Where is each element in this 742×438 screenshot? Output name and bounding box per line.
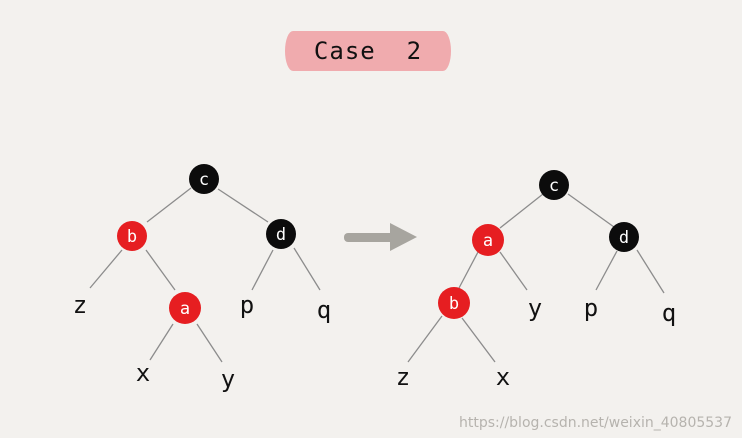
right-node-c: c: [539, 170, 569, 200]
right-leaf-p: p: [584, 294, 598, 322]
left-node-d: d: [266, 219, 296, 249]
edge-a-y-right: [499, 251, 528, 291]
edge-b-a-left: [145, 249, 176, 291]
left-node-b-label: b: [127, 227, 137, 247]
edge-c-d-right: [567, 193, 615, 228]
right-leaf-y: y: [528, 294, 542, 322]
edge-a-b-right: [458, 251, 479, 289]
edge-b-z-right: [407, 315, 443, 363]
watermark: https://blog.csdn.net/weixin_40805537: [459, 415, 732, 431]
edge-b-x-right: [461, 317, 496, 363]
right-tree-edges: [407, 193, 665, 363]
edge-d-q-right: [636, 249, 665, 294]
right-node-a: a: [472, 224, 504, 256]
title-highlight: [285, 31, 451, 71]
edge-a-x-left: [149, 323, 174, 361]
left-tree-edges: [89, 187, 321, 363]
left-node-a-label: a: [180, 299, 190, 319]
left-leaf-z: z: [73, 291, 87, 319]
edge-d-p-left: [251, 249, 274, 291]
right-leaf-q: q: [662, 299, 676, 327]
edge-c-b-left: [146, 187, 192, 223]
right-node-b-label: b: [449, 294, 459, 314]
left-node-d-label: d: [276, 225, 286, 245]
left-leaf-y: y: [221, 365, 235, 393]
case-title: Case 2: [313, 37, 423, 65]
left-node-c: c: [189, 164, 219, 194]
edge-b-z-left: [89, 249, 123, 289]
left-leaf-p: p: [240, 291, 254, 319]
edge-d-q-left: [293, 247, 321, 291]
edge-c-d-left: [217, 188, 269, 223]
left-node-c-label: c: [199, 170, 209, 190]
edge-a-y-left: [196, 323, 223, 363]
right-node-d-label: d: [619, 228, 629, 248]
left-leaf-x: x: [136, 359, 150, 387]
left-node-b: b: [117, 221, 147, 251]
right-node-b: b: [438, 287, 470, 319]
right-node-a-label: a: [483, 231, 493, 251]
right-node-c-label: c: [549, 176, 559, 196]
edge-c-a-right: [499, 193, 544, 229]
transform-arrow: [344, 223, 417, 251]
edge-d-p-right: [595, 250, 618, 291]
right-leaf-x: x: [496, 363, 510, 391]
left-leaf-q: q: [317, 296, 331, 324]
left-node-a: a: [169, 292, 201, 324]
right-node-d: d: [609, 222, 639, 252]
right-leaf-z: z: [396, 363, 410, 391]
